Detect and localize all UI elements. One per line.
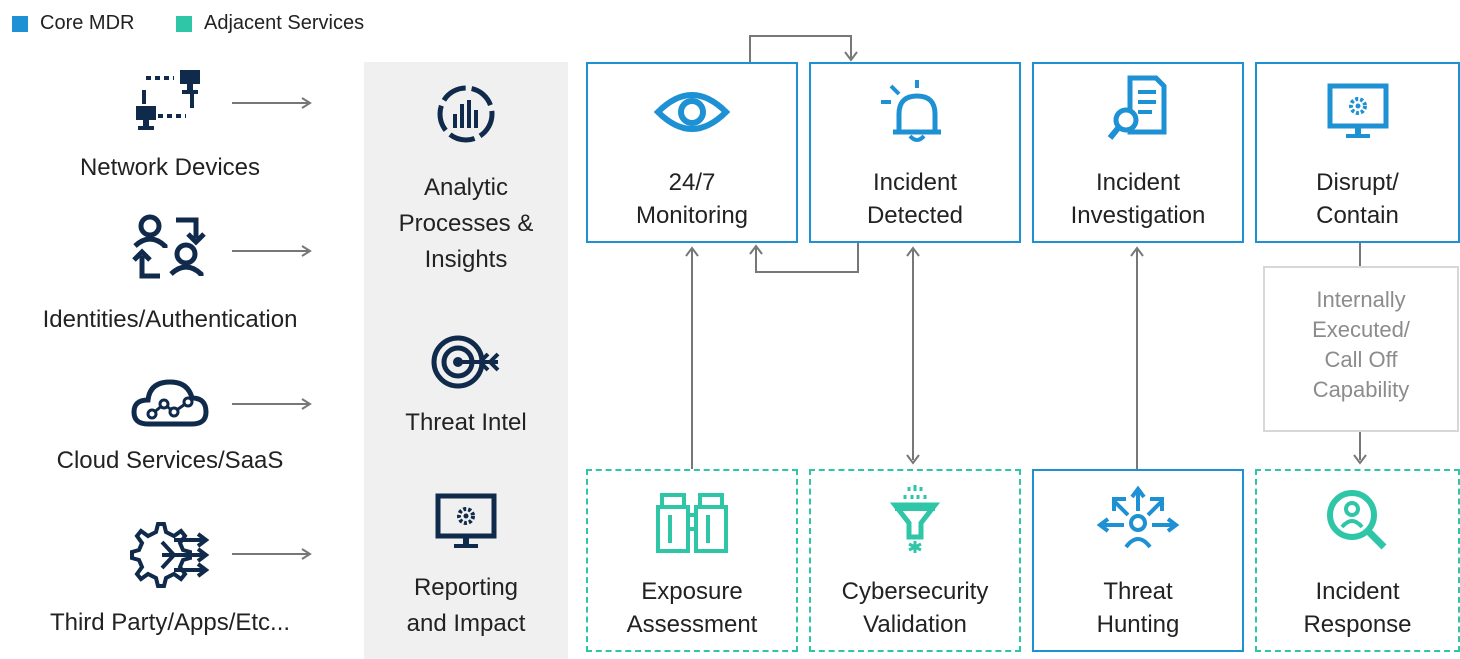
processing-panel: Analytic Processes & Insights Threat Int… <box>364 62 568 659</box>
arrow-network-devices <box>232 97 312 109</box>
legend-adjacent-services: Adjacent Services <box>176 12 364 35</box>
target-icon <box>426 332 506 392</box>
box-disrupt-contain-line1: Disrupt/ <box>1316 169 1399 196</box>
connector-detected-to-monitoring <box>755 243 859 273</box>
connector-monitoring-to-detected <box>749 35 852 62</box>
processing-reporting-line1: Reporting <box>413 574 519 601</box>
identity-exchange-icon <box>130 212 210 282</box>
eye-icon <box>588 82 796 152</box>
callout-line1: Internally <box>1316 287 1406 312</box>
box-incident-investigation-line2: Investigation <box>1070 202 1206 229</box>
arrowhead-hunting-up <box>1130 246 1144 257</box>
arrow-cloud-services <box>232 398 312 410</box>
source-identities: Identities/Authentication <box>42 306 298 333</box>
arrowhead-response-down <box>1353 454 1367 465</box>
box-cybersecurity-validation-line2: Validation <box>863 611 967 638</box>
legend-label-adjacent: Adjacent Services <box>204 12 365 34</box>
box-247-monitoring-line2: Monitoring <box>635 202 749 229</box>
analytics-chart-icon <box>426 84 506 144</box>
legend-swatch-core <box>12 15 28 32</box>
arrowhead-to-monitoring <box>749 244 763 255</box>
box-cybersecurity-validation-line1: Cybersecurity <box>841 578 989 605</box>
box-exposure-assessment-line1: Exposure <box>641 578 743 605</box>
processing-threat-intel: Threat Intel <box>405 409 527 436</box>
legend-swatch-adjacent <box>176 15 192 32</box>
box-disrupt-contain-line2: Contain <box>1316 202 1399 229</box>
box-incident-detected: Incident Detected <box>809 62 1021 243</box>
callout-line3: Call Off <box>1324 347 1398 372</box>
box-incident-response-line1: Incident <box>1315 578 1400 605</box>
arrow-third-party <box>232 548 312 560</box>
gear-arrows-icon <box>126 518 210 588</box>
box-incident-response: Incident Response <box>1255 469 1460 652</box>
callout-line4: Capability <box>1312 377 1410 402</box>
box-cybersecurity-validation: Cybersecurity Validation <box>809 469 1021 652</box>
source-cloud-services: Cloud Services/SaaS <box>56 447 284 474</box>
box-incident-detected-line1: Incident <box>872 169 958 196</box>
monitor-gear-icon <box>1257 82 1458 152</box>
box-incident-detected-line2: Detected <box>866 202 964 229</box>
network-devices-icon <box>130 66 210 136</box>
arrowhead-validation-up <box>906 246 920 257</box>
box-threat-hunting-line2: Hunting <box>1096 611 1180 638</box>
bell-icon <box>811 78 1019 148</box>
processing-analytic-line2: Processes & <box>398 210 534 237</box>
legend-label-core: Core MDR <box>40 12 135 34</box>
processing-analytic-line1: Analytic <box>423 174 509 201</box>
box-threat-hunting-line1: Threat <box>1103 578 1173 605</box>
binoculars-icon <box>588 491 796 561</box>
callout-internal-capability: Internally Executed/ Call Off Capability <box>1263 266 1459 432</box>
arrowhead-exposure-up <box>685 246 699 257</box>
document-search-icon <box>1034 74 1242 144</box>
hunting-icon <box>1034 485 1242 555</box>
legend-core-mdr: Core MDR <box>12 12 134 35</box>
box-247-monitoring-line1: 24/7 <box>668 169 716 196</box>
cloud-network-icon <box>130 372 210 442</box>
box-exposure-assessment-line2: Assessment <box>626 611 758 638</box>
monitor-gear-icon <box>426 492 506 552</box>
box-exposure-assessment: Exposure Assessment <box>586 469 798 652</box>
source-network-devices: Network Devices <box>79 154 261 181</box>
box-247-monitoring: 24/7 Monitoring <box>586 62 798 243</box>
box-incident-response-line2: Response <box>1303 611 1412 638</box>
processing-analytic-line3: Insights <box>424 246 508 273</box>
callout-line2: Executed/ <box>1312 317 1410 342</box>
arrowhead-to-detected <box>844 51 858 62</box>
box-disrupt-contain: Disrupt/ Contain <box>1255 62 1460 243</box>
box-incident-investigation: Incident Investigation <box>1032 62 1244 243</box>
processing-reporting-line2: and Impact <box>406 610 526 637</box>
box-threat-hunting: Threat Hunting <box>1032 469 1244 652</box>
person-search-icon <box>1257 485 1458 555</box>
arrow-identities <box>232 245 312 257</box>
source-third-party: Third Party/Apps/Etc... <box>49 609 291 636</box>
box-incident-investigation-line1: Incident <box>1095 169 1181 196</box>
arrowhead-validation-down <box>906 454 920 465</box>
funnel-icon <box>811 483 1019 553</box>
